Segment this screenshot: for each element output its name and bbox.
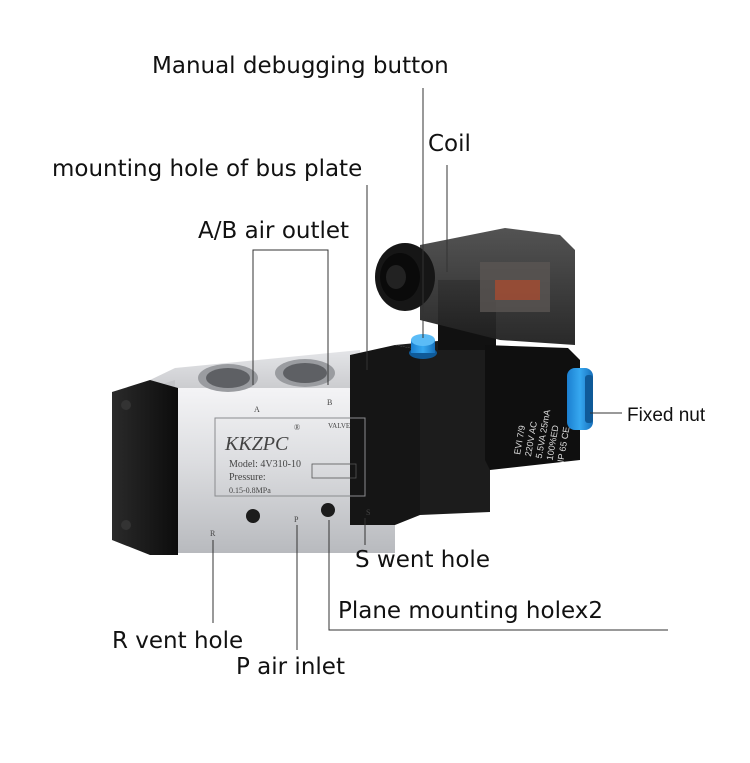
label-fixed-nut: Fixed nut <box>627 405 706 426</box>
port-a-hole <box>198 364 258 392</box>
fixed-nut <box>567 368 593 430</box>
coil-housing <box>375 228 580 470</box>
mounting-hole-left <box>246 509 260 523</box>
port-b-mark: B <box>327 398 332 407</box>
nameplate-frame <box>214 417 366 497</box>
manual-debug-button <box>409 334 437 359</box>
label-plane-mounting-hole: Plane mounting holex2 <box>338 598 603 624</box>
pressure-range-text: 0.15-0.8MPa <box>229 486 271 495</box>
port-r-mark: R <box>210 529 216 538</box>
model-text: Model: 4V310-10 <box>229 459 301 470</box>
port-a-mark: A <box>254 405 260 414</box>
port-b-hole <box>275 359 335 387</box>
label-p-air-inlet: P air inlet <box>236 654 345 680</box>
leader-lines <box>212 88 668 650</box>
port-s-mark: S <box>366 508 370 517</box>
port-p-mark: P <box>294 515 299 524</box>
brand-text: KKZPC <box>224 433 289 455</box>
registered-mark: ® <box>294 423 300 432</box>
label-coil: Coil <box>428 131 471 157</box>
valve-symbol-icon <box>311 463 357 479</box>
label-s-vent-hole: S went hole <box>355 547 490 573</box>
mounting-hole-right <box>321 503 335 517</box>
label-bus-plate-hole: mounting hole of bus plate <box>52 156 363 182</box>
valve-text: VALVE <box>328 422 350 430</box>
label-r-vent-hole: R vent hole <box>112 628 244 654</box>
end-cap-left <box>112 380 178 555</box>
label-ab-air-outlet: A/B air outlet <box>198 218 350 244</box>
coil-label: EVI 7/9 220V AC 5.5VA 25mA 100%ED IP 65 … <box>512 409 571 463</box>
label-manual-debug-button: Manual debugging button <box>152 53 449 79</box>
pressure-text: Pressure: <box>229 472 266 483</box>
